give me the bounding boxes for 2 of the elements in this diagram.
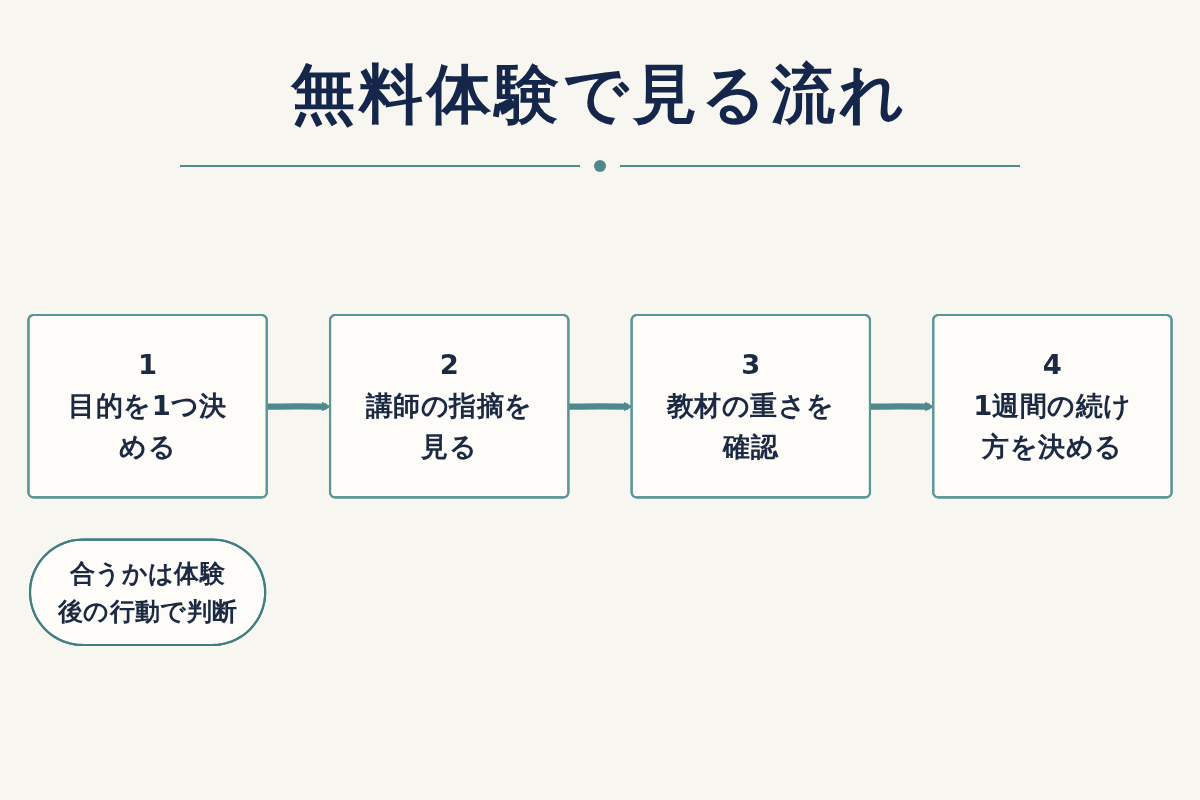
arrow: [267, 401, 331, 412]
title: 無料体験で見る流れ: [291, 56, 909, 133]
